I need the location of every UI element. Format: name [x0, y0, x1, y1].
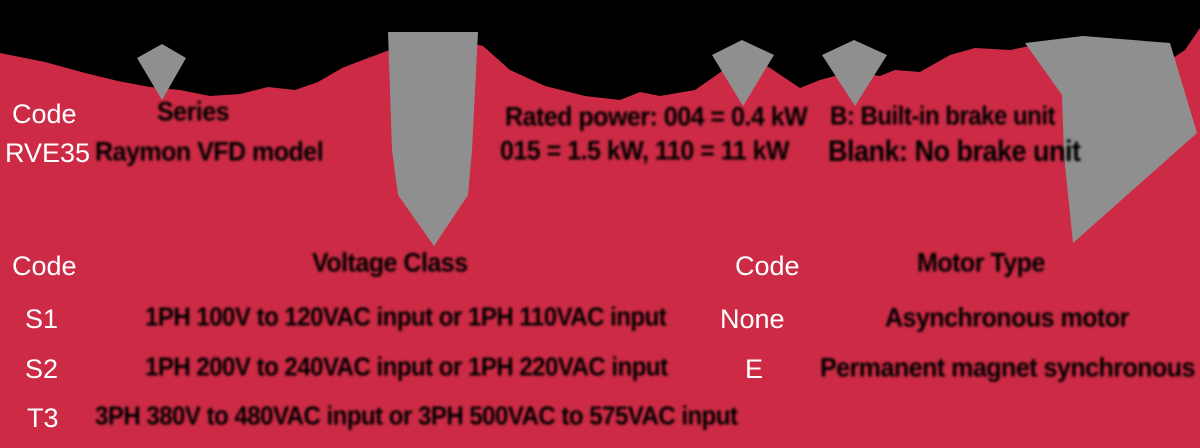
series-code-value: RVE35 [5, 138, 91, 168]
brake-note-line2: Blank: No brake unit [828, 134, 1081, 168]
down-arrow-icon-power [712, 40, 774, 106]
motor-header: Motor Type [917, 247, 1045, 279]
series-header: Series [157, 96, 230, 128]
voltage-row-code: T3 [27, 403, 59, 433]
down-arrow-icon-brake [822, 40, 887, 106]
brake-note-line1: B: Built-in brake unit [830, 101, 1056, 131]
power-note-line1: Rated power: 004 = 0.4 kW [505, 101, 808, 133]
model-code-text-mass [0, 0, 1200, 100]
voltage-row-code: S2 [25, 354, 59, 384]
series-code-label: Code [12, 99, 77, 129]
voltage-row-description: 1PH 100V to 120VAC input or 1PH 110VAC i… [145, 302, 667, 332]
motor-row-code: E [745, 354, 764, 384]
voltage-row-description: 1PH 200V to 240VAC input or 1PH 220VAC i… [145, 352, 668, 382]
series-description: Raymon VFD model [95, 136, 324, 168]
nomenclature-top-graphic [0, 0, 1200, 246]
down-arrow-icon-series [137, 44, 186, 100]
motor-row-description: Asynchronous motor [885, 302, 1129, 334]
voltage-header: Voltage Class [312, 247, 468, 279]
voltage-row-code: S1 [25, 304, 59, 334]
voltage-code-label: Code [12, 251, 77, 281]
voltage-row-description: 3PH 380V to 480VAC input or 3PH 500VAC t… [95, 401, 738, 431]
down-arrow-icon-voltage-class [388, 32, 478, 246]
motor-row-description: Permanent magnet synchronous motor [820, 352, 1200, 384]
down-arrow-icon-motor-type [1025, 36, 1197, 243]
power-note-line2: 015 = 1.5 kW, 110 = 11 kW [500, 135, 790, 167]
motor-row-code: None [720, 304, 785, 334]
motor-code-label: Code [735, 251, 800, 281]
